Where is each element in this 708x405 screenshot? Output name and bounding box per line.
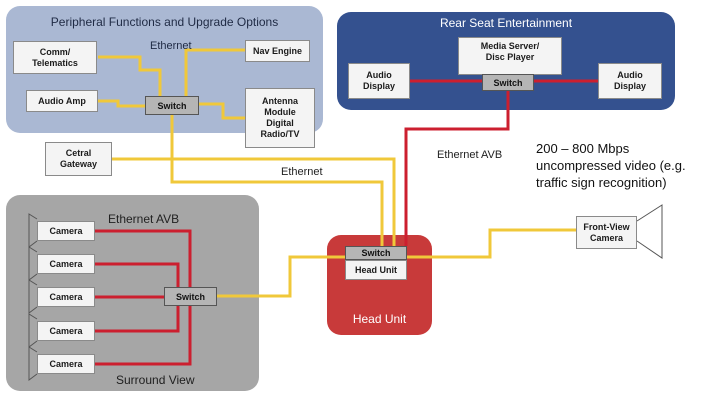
camera-3-box: Camera [37,287,95,307]
front-camera-lens [636,204,663,259]
head-unit-group: Head Unit [327,235,432,335]
ethernet-main-label: Ethernet [281,166,323,178]
media-server-box: Media Server/ Disc Player [458,37,562,75]
wire-comm-switch [98,55,162,96]
camera-1-box: Camera [37,221,95,241]
central-gateway-box: Cetral Gateway [45,142,112,176]
wire-nav-switch [184,48,245,96]
peripheral-group-title: Peripheral Functions and Upgrade Options [50,15,279,29]
rse-switch: Switch [482,74,534,91]
audio-amp-box: Audio Amp [26,90,98,112]
nav-engine-box: Nav Engine [245,40,310,62]
camera-5-box: Camera [37,354,95,374]
camera-2-lens [28,246,38,281]
wire-camera-2 [95,262,180,296]
camera-2-box: Camera [37,254,95,274]
camera-4-lens [28,313,38,348]
ethernet-peripheral-label: Ethernet [150,40,192,52]
surround-switch: Switch [164,287,217,306]
wire-rse-switch-headunit [404,87,510,246]
camera-1-lens [28,213,38,248]
head-group-title: Head Unit [352,312,407,326]
ethernet-avb-rse-label: Ethernet AVB [437,149,503,161]
wire-camera-4 [95,296,180,333]
wire-peripheral-switch-headunit [170,115,384,246]
bandwidth-note: 200 – 800 Mbps uncompressed video (e.g. … [536,141,686,190]
wire-switch-surround-headunit [217,255,345,298]
peripheral-switch: Switch [145,96,199,115]
front-view-camera-box: Front-View Camera [576,216,637,249]
camera-4-box: Camera [37,321,95,341]
antenna-module-box: Antenna Module Digital Radio/TV [245,88,315,148]
wire-switch-antenna [199,102,245,120]
wire-headunit-frontcam [406,228,576,259]
camera-5-lens [28,346,38,381]
comm-telematics-box: Comm/ Telematics [13,41,97,74]
camera-3-lens [28,279,38,314]
surround-group-title: Surround View [116,373,195,387]
rear-group-title: Rear Seat Entertainment [439,16,573,30]
audio-display-right-box: Audio Display [598,63,662,99]
audio-display-left-box: Audio Display [348,63,410,99]
wire-amp-switch [98,99,145,108]
wire-camera-5 [95,296,192,366]
head-unit-switch: Switch [345,246,407,260]
ethernet-avb-surround-label: Ethernet AVB [108,212,180,226]
head-unit-box: Head Unit [345,260,407,280]
wire-gateway-headunit [112,157,396,246]
